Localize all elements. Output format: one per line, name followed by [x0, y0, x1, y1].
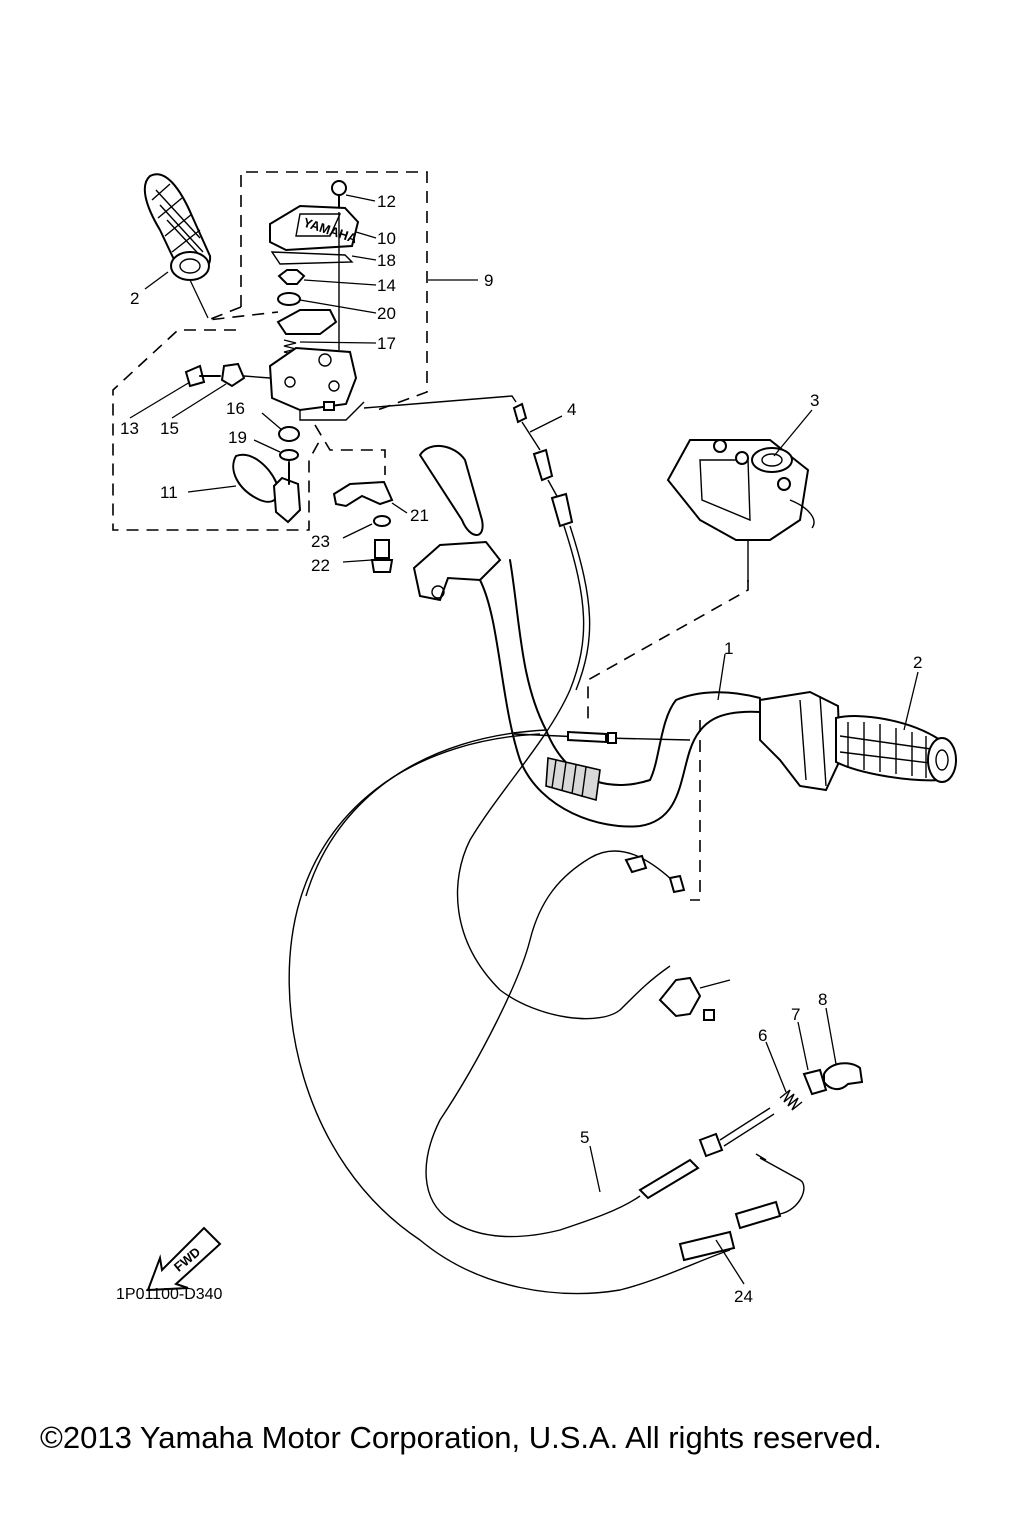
callout-23: 23: [311, 532, 330, 551]
callout-21: 21: [410, 506, 429, 525]
callout-18: 18: [377, 251, 396, 270]
throttle-cable: [363, 395, 671, 1020]
assembly-group-outlines: [112, 171, 749, 901]
callout-7: 7: [791, 1005, 800, 1024]
callout-22: 22: [311, 556, 330, 575]
callout-20: 20: [377, 304, 396, 323]
throttle-housing-assembly: YAMAHA: [184, 180, 394, 573]
callout-labels: 1 2 2 3 4 5 6 7 8 9 10 11 12 13 14 15 16…: [120, 192, 922, 1306]
callout-14: 14: [377, 276, 396, 295]
callout-13: 13: [120, 419, 139, 438]
callout-2-left: 2: [130, 289, 139, 308]
callout-1: 1: [724, 639, 733, 658]
callout-15: 15: [160, 419, 179, 438]
spring-and-adjusters: [779, 1062, 864, 1111]
callout-3: 3: [810, 391, 819, 410]
callout-4: 4: [567, 400, 576, 419]
callout-11: 11: [160, 483, 178, 502]
diagram-code: 1P01100-D340: [116, 1286, 223, 1303]
cables: [288, 729, 805, 1295]
callout-2-right: 2: [913, 653, 922, 672]
callout-12: 12: [377, 192, 396, 211]
right-switch-and-grip: [759, 690, 957, 792]
handguard-cover: [666, 439, 815, 582]
callout-9: 9: [484, 271, 493, 290]
fwd-arrow-icon: FWD: [146, 1226, 222, 1292]
callout-leaders: [129, 194, 919, 1285]
callout-19: 19: [228, 428, 247, 447]
copyright-notice: ©2013 Yamaha Motor Corporation, U.S.A. A…: [40, 1420, 882, 1455]
callout-8: 8: [818, 990, 827, 1009]
callout-6: 6: [758, 1026, 767, 1045]
callout-5: 5: [580, 1128, 589, 1147]
callout-16: 16: [226, 399, 245, 418]
callout-24: 24: [734, 1287, 753, 1306]
callout-17: 17: [377, 334, 396, 353]
left-grip: [143, 173, 212, 319]
callout-10: 10: [377, 229, 396, 248]
handlebar: [412, 445, 761, 828]
